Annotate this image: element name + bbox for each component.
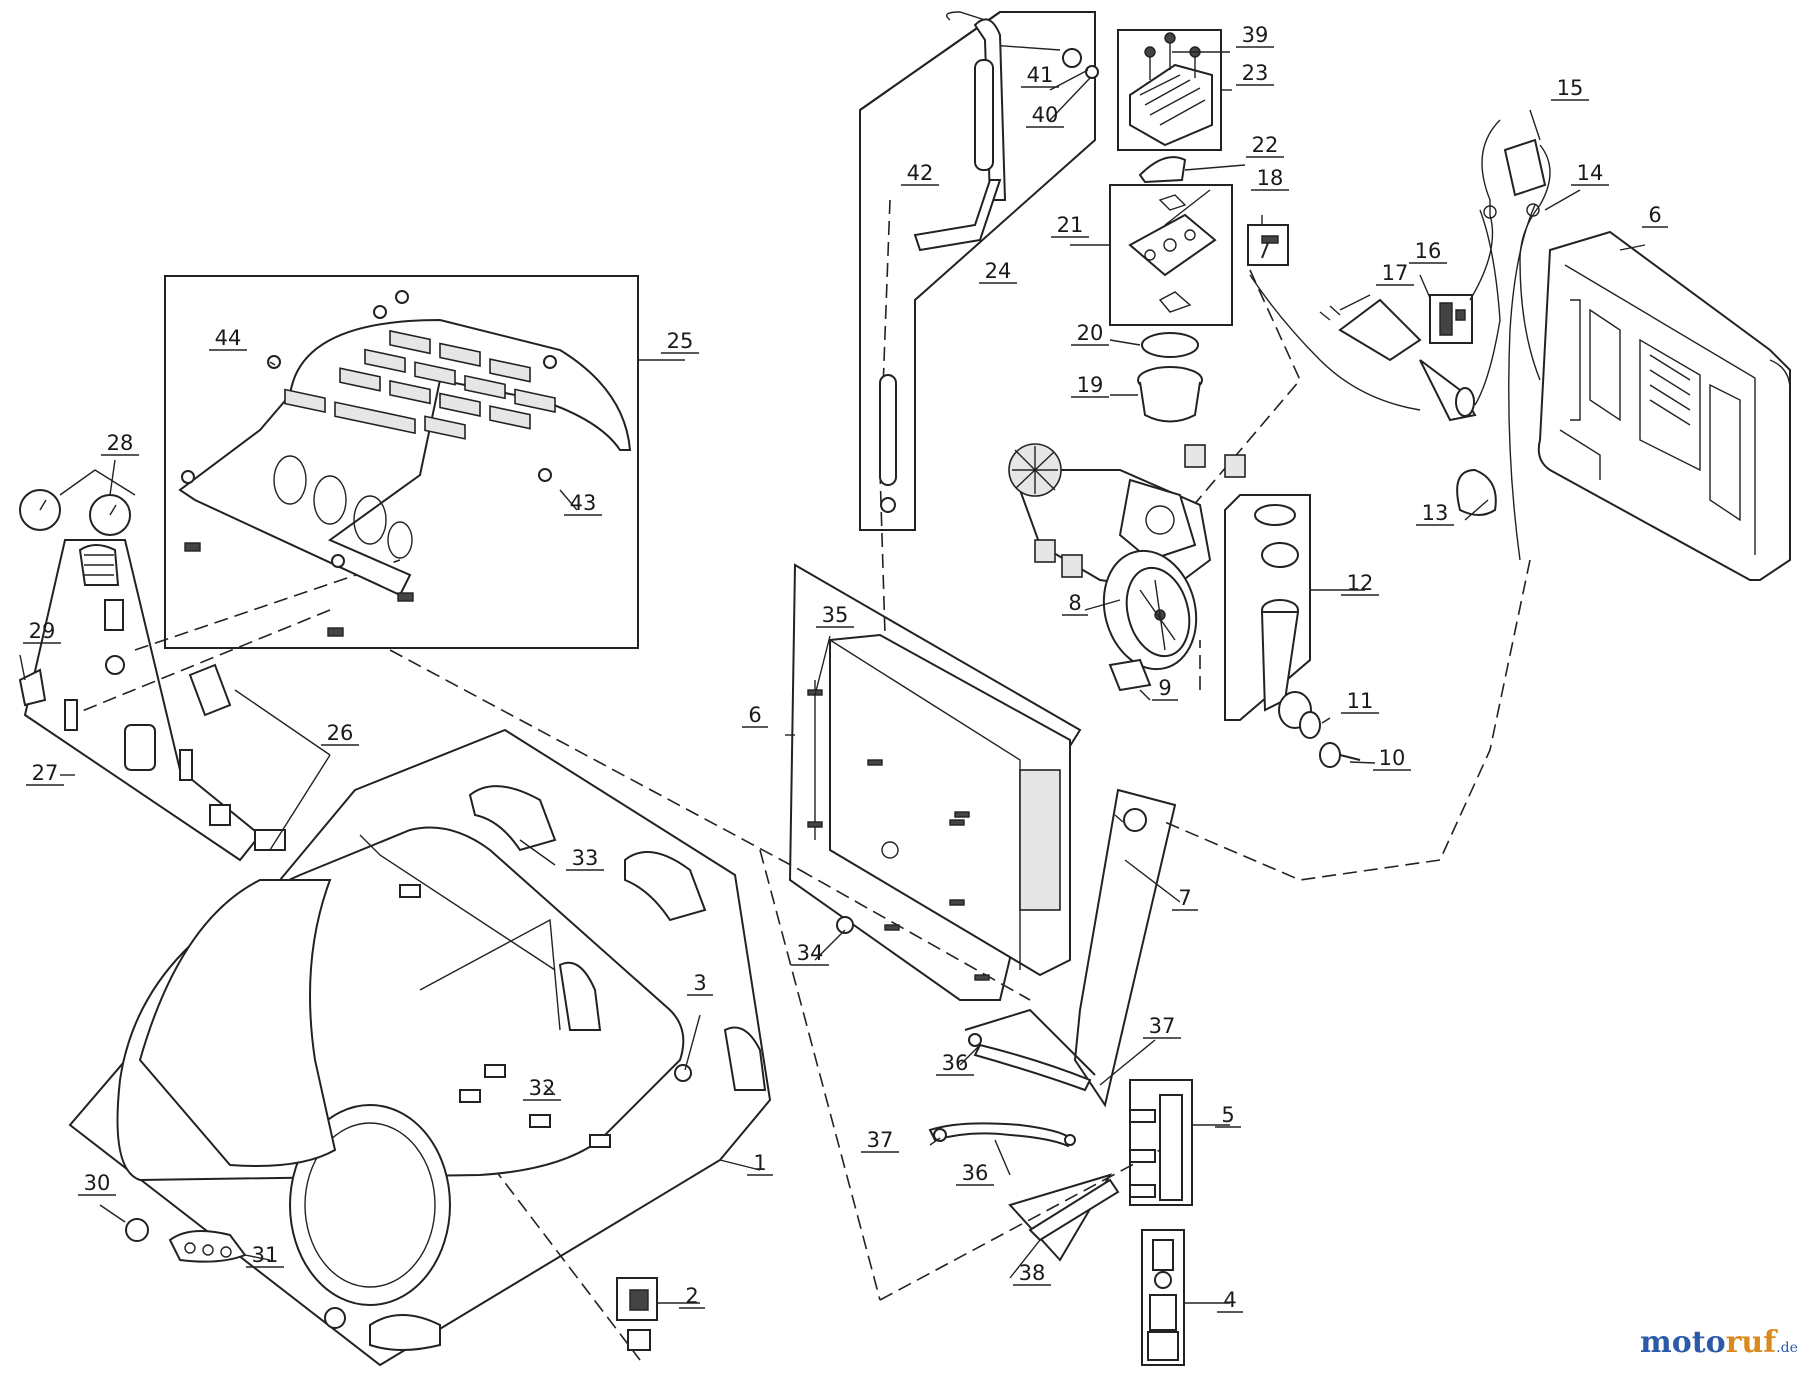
callout-8: 8 [1068,591,1081,615]
check-valve-4 [1141,1229,1185,1366]
callout-7: 7 [1178,886,1191,910]
logo-main-b: ruf [1725,1325,1777,1360]
callout-24: 24 [985,259,1012,283]
gauges-28 [19,469,136,536]
screw-18 [1247,224,1289,266]
callout-6a: 6 [1648,203,1661,227]
drain-valve-2 [616,1277,658,1351]
callout-28: 28 [107,431,134,455]
callout-23: 23 [1242,61,1269,85]
callout-13: 13 [1422,501,1449,525]
callout-5: 5 [1221,1103,1234,1127]
tank-frame-1 [68,728,772,1367]
callout-36b: 36 [962,1161,989,1185]
bolt-10 [1319,742,1361,768]
callout-30: 30 [84,1171,111,1195]
callout-39: 39 [1242,23,1269,47]
callout-31: 31 [252,1243,279,1267]
callout-35: 35 [822,603,849,627]
dashed-connectors [59,199,1531,1361]
leader-lines [19,51,1646,1304]
motor-8 [1008,443,1246,671]
callout-17: 17 [1382,261,1409,285]
callout-6b: 6 [748,703,761,727]
callout-34: 34 [797,941,824,965]
callout-18: 18 [1257,166,1284,190]
callout-37b: 37 [867,1128,894,1152]
callout-14: 14 [1577,161,1604,185]
callout-20: 20 [1077,321,1104,345]
logo-main-a: moto [1640,1325,1726,1360]
callout-21: 21 [1057,213,1084,237]
callout-37a: 37 [1149,1014,1176,1038]
foot-rear [324,1307,441,1351]
callout-43: 43 [570,491,597,515]
callout-3: 3 [693,971,706,995]
bushing-11 [1299,711,1321,739]
valve-plate-21 [1109,184,1233,326]
callout-44: 44 [215,326,242,350]
callout-33: 33 [572,846,599,870]
frame-27-regulator [18,539,286,862]
pressure-switch-15 [1469,119,1551,561]
callout-2: 2 [685,1284,698,1308]
pad-9 [1108,658,1152,692]
callout-19: 19 [1077,373,1104,397]
conrod-group-12 [1224,494,1312,729]
callout-15: 15 [1557,76,1584,100]
cylinder-head-23 [1117,29,1222,151]
callout-42: 42 [907,161,934,185]
manifold-5 [1129,1079,1193,1206]
callout-32: 32 [529,1076,556,1100]
power-cord-17 [1249,209,1501,422]
plug-30 [125,1218,149,1242]
frame-7-hose [1073,788,1177,1108]
callout-25: 25 [667,329,694,353]
callout-16: 16 [1415,239,1442,263]
housing-cover-6-right [1537,230,1791,581]
callout-1: 1 [753,1151,766,1175]
callout-labels: 3923414022422421181514617162019254443281… [23,23,1668,1313]
callout-38: 38 [1019,1261,1046,1285]
callout-22: 22 [1252,133,1279,157]
hose-36-upper [964,1008,1096,1092]
callout-40: 40 [1032,103,1059,127]
motoruf-logo[interactable]: motoruf.de [1640,1325,1798,1360]
connector-16 [1429,294,1473,344]
frame-25-top-cover [164,275,639,649]
callout-27: 27 [32,761,59,785]
frame-24-pipe-group [859,11,1099,531]
housing-frame-6-center [788,563,1082,1001]
clamp-13 [1456,468,1497,516]
cylinder-19 [1137,366,1203,423]
foot-31 [168,1230,247,1263]
callout-12: 12 [1347,571,1374,595]
callout-26: 26 [327,721,354,745]
callout-9: 9 [1158,676,1171,700]
tube-38 [1008,1173,1120,1262]
logo-suffix: .de [1776,1340,1798,1356]
callout-11: 11 [1347,689,1374,713]
callout-41: 41 [1027,63,1054,87]
callout-10: 10 [1379,746,1406,770]
gasket-22 [1138,156,1187,184]
hose-36-lower [928,1122,1076,1148]
callout-4: 4 [1223,1288,1236,1312]
o-ring-20 [1141,332,1199,358]
callout-29: 29 [29,619,56,643]
callout-36a: 36 [942,1051,969,1075]
